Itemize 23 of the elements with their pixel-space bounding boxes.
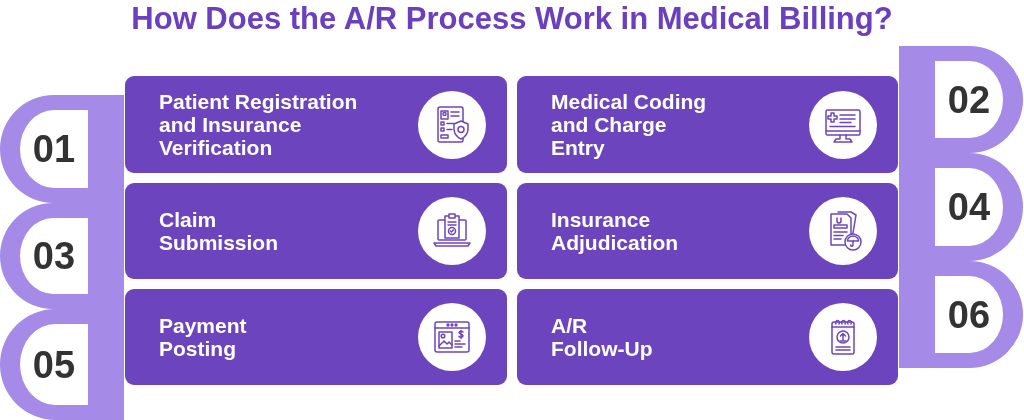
step-title: A/R Follow-Up [551,314,654,360]
step-card [517,76,898,173]
step-number: 06 [947,294,991,335]
step-title: Patient Registration and Insurance Verification [159,90,359,159]
step-number: 03 [32,236,76,276]
number-tab [0,95,124,203]
number-tab [899,261,1023,368]
step-title: Claim Submission [159,208,280,254]
step-title: Medical Coding and Charge Entry [551,90,708,159]
number-tab [0,309,124,420]
step-card [125,183,507,279]
step-number: 05 [32,344,76,385]
step-title: Insurance Adjudication [551,208,680,254]
step-title: Payment Posting [159,314,248,360]
title: How Does the A/R Process Work in Medical Billing? [131,1,893,37]
step-number: 04 [947,187,991,227]
step-number: 01 [32,129,76,169]
number-tab [899,46,1023,153]
step-card [517,183,898,279]
step-card [125,76,507,173]
step-card [517,289,898,385]
step-card [125,289,507,385]
step-number: 02 [947,79,991,120]
